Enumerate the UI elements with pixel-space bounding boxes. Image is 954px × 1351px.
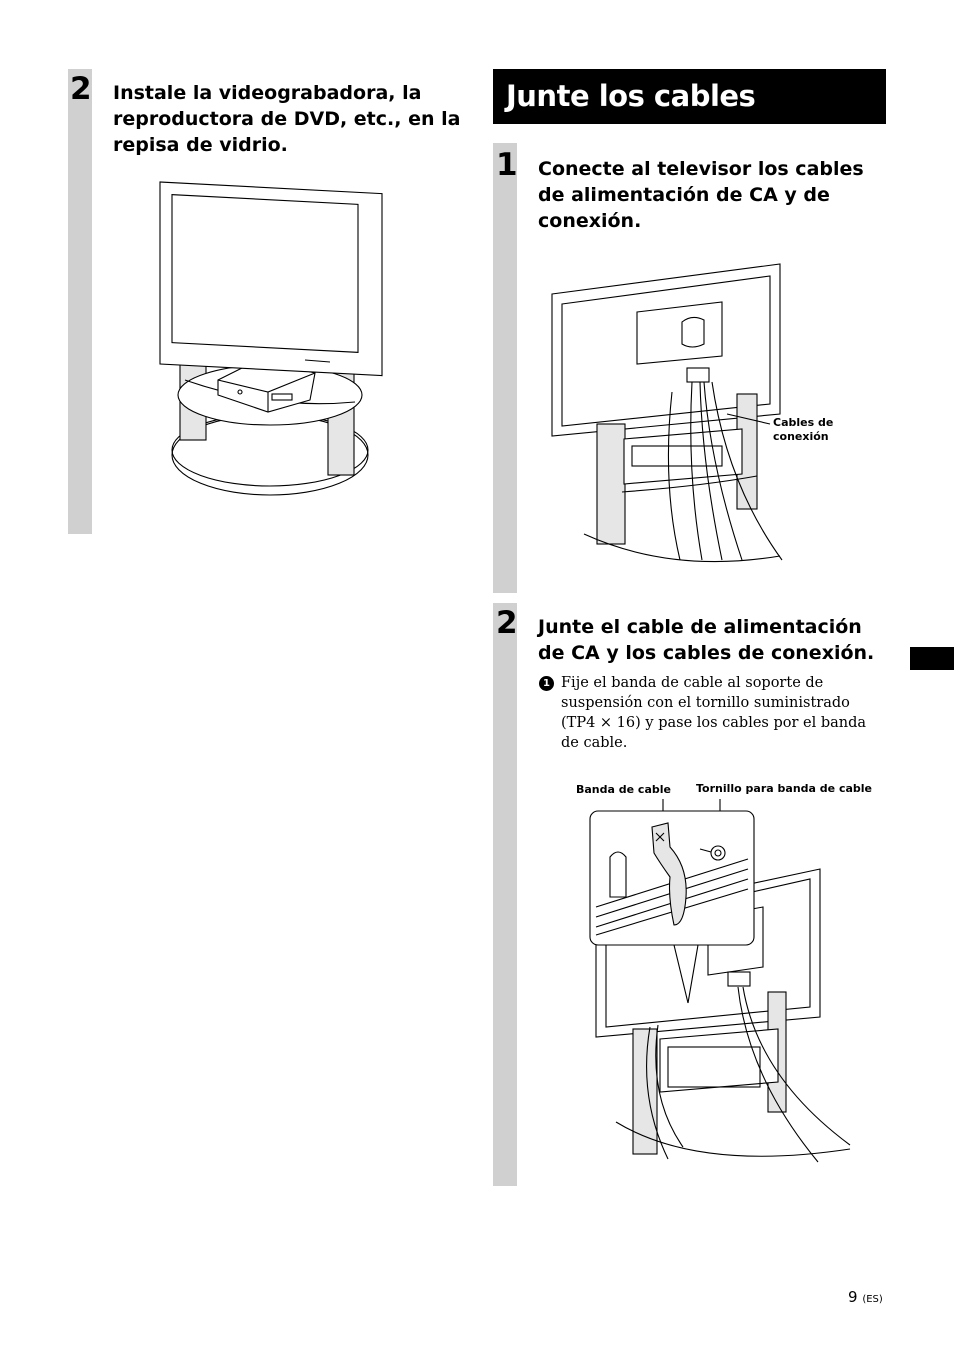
substep-text: Fije el banda de cable al soporte de sus… [561,675,867,751]
step-bar-left [68,69,92,534]
step-title-left: Instale la videograbadora, la reproducto… [113,82,461,156]
page-number-suffix: (ES) [862,1294,883,1305]
tv-stand-with-vcr-illustration [159,181,383,496]
step-title-1: Conecte al televisor los cables de alime… [538,158,864,232]
step-title-2: Junte el cable de alimentación de CA y l… [538,616,875,664]
side-tab-marker [910,647,954,670]
label-banda-de-cable: Banda de cable [576,783,671,796]
substep-marker: 1 [539,676,554,691]
section-title: Junte los cables [506,79,756,113]
tv-rear-cables-illustration [551,263,783,563]
callout-line-2: conexión [773,430,829,443]
step-number-1: 1 [496,147,518,183]
step-bar-2 [493,603,517,1186]
page-number-value: 9 [848,1288,858,1306]
callout-cables-de-conexion: Cables de conexión [773,416,833,444]
step-number-2: 2 [496,605,518,641]
page-number: 9 (ES) [848,1288,883,1306]
step-bar-1 [493,143,517,593]
step-number-left: 2 [70,71,92,107]
label-tornillo: Tornillo para banda de cable [696,782,872,795]
section-header: Junte los cables [493,69,886,124]
callout-line-1: Cables de [773,416,834,429]
cable-band-illustration [589,799,851,1163]
